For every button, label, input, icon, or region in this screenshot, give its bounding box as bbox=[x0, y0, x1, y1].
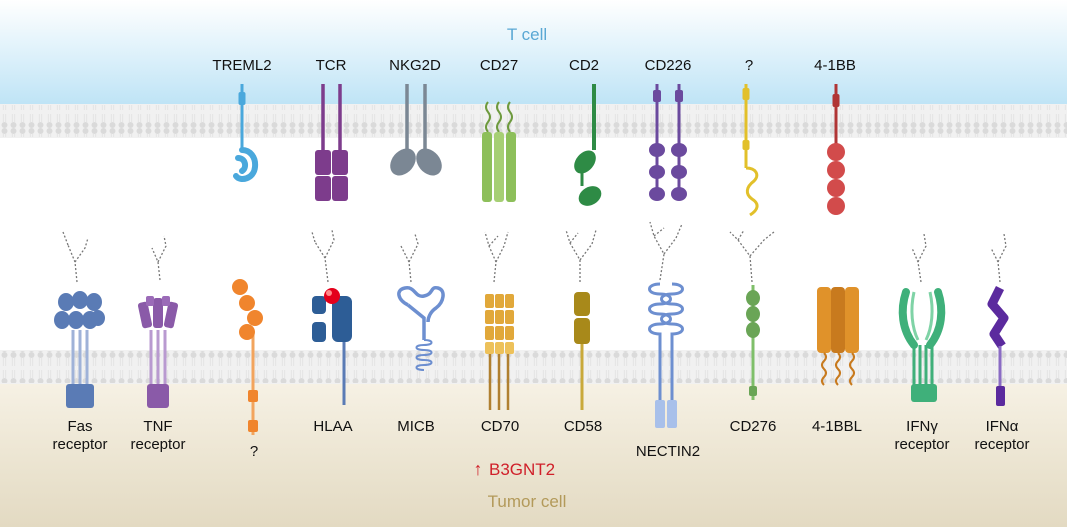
cd27-label: CD27 bbox=[480, 57, 518, 74]
extracellular-space bbox=[0, 138, 1067, 350]
tcr-label: TCR bbox=[316, 57, 347, 74]
ifna-receptor-label-line2: receptor bbox=[974, 436, 1029, 453]
cd70-ligand: CD70 bbox=[481, 294, 519, 435]
tnf-receptor-label-line1: TNF bbox=[143, 418, 172, 435]
b3gnt2-label: B3GNT2 bbox=[489, 460, 555, 479]
t-cell-title: T cell bbox=[507, 25, 547, 44]
unknown-tumor-ligand: ? bbox=[232, 279, 263, 460]
tnf-receptor-label-line2: receptor bbox=[130, 436, 185, 453]
micb-ligand: MICB bbox=[397, 285, 445, 435]
tumor-cell-title: Tumor cell bbox=[488, 492, 567, 511]
cd2-label: CD2 bbox=[569, 57, 599, 74]
cd27-receptor: CD27 bbox=[480, 57, 518, 202]
glycan-chains bbox=[62, 221, 1007, 283]
cd58-ligand: CD58 bbox=[564, 292, 602, 435]
fas-receptor-label-line2: receptor bbox=[52, 436, 107, 453]
cd2-receptor: CD2 bbox=[569, 57, 602, 206]
t-cell-region bbox=[0, 0, 1067, 104]
ifna-receptor-label-line1: IFNα bbox=[986, 418, 1019, 435]
4-1bb-receptor: 4-1BB bbox=[814, 57, 856, 215]
tumor-cell-region bbox=[0, 384, 1067, 527]
unknown-tumor-label: ? bbox=[250, 443, 258, 460]
ifng-receptor: IFNγ receptor bbox=[894, 288, 950, 453]
4-1bbl-label: 4-1BBL bbox=[812, 418, 862, 435]
nectin2-label: NECTIN2 bbox=[636, 443, 700, 460]
tcr-receptor: TCR bbox=[315, 57, 348, 201]
nectin2-ligand: NECTIN2 bbox=[636, 282, 700, 460]
fas-receptor-label-line1: Fas bbox=[67, 418, 92, 435]
cd226-receptor: CD226 bbox=[645, 57, 692, 201]
4-1bbl-ligand: 4-1BBL bbox=[812, 287, 862, 435]
hlaa-label: HLAA bbox=[313, 418, 352, 435]
treml2-receptor: TREML2 bbox=[212, 57, 272, 182]
nkg2d-label: NKG2D bbox=[389, 57, 441, 74]
tnf-receptor: TNF receptor bbox=[130, 296, 186, 453]
unknown-tcell-receptor: ? bbox=[742, 57, 759, 217]
treml2-label: TREML2 bbox=[212, 57, 271, 74]
cd276-label: CD276 bbox=[730, 418, 777, 435]
4-1bb-label: 4-1BB bbox=[814, 57, 856, 74]
unknown-tcell-label: ? bbox=[745, 57, 753, 74]
hlaa-ligand: HLAA bbox=[312, 288, 353, 435]
cd70-label: CD70 bbox=[481, 418, 519, 435]
nkg2d-receptor: NKG2D bbox=[389, 57, 442, 176]
ifng-receptor-label-line2: receptor bbox=[894, 436, 949, 453]
micb-label: MICB bbox=[397, 418, 435, 435]
up-arrow-icon: ↑ bbox=[474, 459, 483, 479]
fas-receptor: Fas receptor bbox=[52, 291, 108, 453]
b3gnt2-annotation: ↑ B3GNT2 bbox=[474, 459, 556, 479]
cd276-ligand: CD276 bbox=[730, 285, 777, 435]
ifng-receptor-label-line1: IFNγ bbox=[906, 418, 938, 435]
cd226-label: CD226 bbox=[645, 57, 692, 74]
ifna-receptor: IFNα receptor bbox=[974, 285, 1030, 453]
cd58-label: CD58 bbox=[564, 418, 602, 435]
